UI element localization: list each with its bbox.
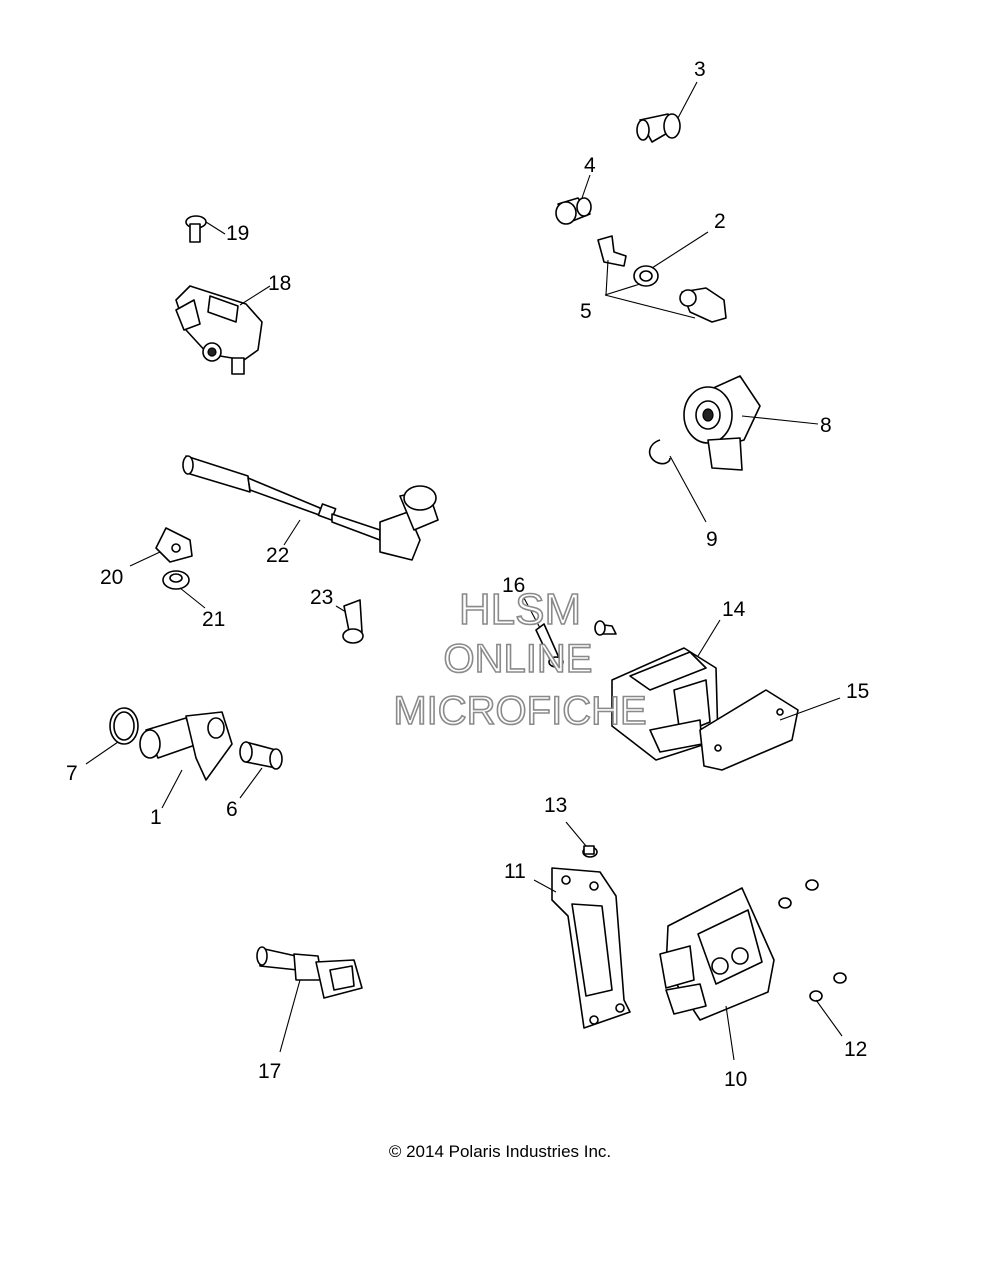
part-5-sensor-clip	[597, 231, 727, 323]
part-20-bracket	[129, 527, 193, 567]
watermark-line-3: MICROFICHE	[393, 689, 646, 733]
watermark-line-1: HLSM	[459, 585, 581, 634]
callout-5: 5	[580, 300, 592, 323]
callout-18: 18	[268, 272, 291, 295]
part-8-knock-sensor	[683, 375, 819, 471]
callout-6: 6	[226, 798, 238, 821]
callout-4: 4	[584, 154, 596, 177]
part-21-grommet	[162, 570, 206, 609]
callout-9: 9	[706, 528, 718, 551]
part-9-clip	[648, 439, 707, 523]
part-13-bolt	[565, 821, 598, 858]
part-4-cap	[555, 174, 592, 225]
callout-23: 23	[310, 586, 333, 609]
callout-2: 2	[714, 210, 726, 233]
callout-14: 14	[722, 598, 746, 621]
part-3-plug	[636, 81, 698, 143]
watermark-line-2: ONLINE	[444, 637, 593, 681]
part-18-map-sensor	[175, 285, 271, 375]
part-6-spacer	[239, 741, 283, 799]
callout-17: 17	[258, 1060, 281, 1083]
callout-7: 7	[66, 762, 78, 785]
callout-12: 12	[844, 1038, 867, 1061]
callout-21: 21	[202, 608, 225, 631]
copyright-text: © 2014 Polaris Industries Inc.	[388, 1142, 612, 1161]
part-11-bracket	[533, 867, 631, 1029]
callout-20: 20	[100, 566, 123, 589]
part-7-o-ring	[85, 707, 139, 765]
callout-11: 11	[504, 860, 526, 883]
callout-13: 13	[544, 794, 567, 817]
part-22-sensor-harness	[182, 455, 439, 561]
callout-16: 16	[502, 574, 525, 597]
callout-3: 3	[694, 58, 706, 81]
part-15-gasket	[699, 689, 841, 771]
callout-8: 8	[820, 414, 832, 437]
callout-numbers: 3 4 2 5 19 18 8 9 22 20 21 23 16 14 15 7…	[66, 58, 869, 1091]
part-1-cam-sensor	[139, 711, 233, 809]
callout-10: 10	[724, 1068, 747, 1091]
part-17-temp-sensor	[256, 946, 363, 1053]
part-16-screws	[523, 597, 617, 668]
part-23-bolt	[335, 599, 364, 644]
part-19-bolt	[185, 215, 226, 243]
part-12-screws	[778, 879, 847, 1037]
callout-22: 22	[266, 544, 289, 567]
callout-15: 15	[846, 680, 869, 703]
watermark: HLSM ONLINE MICROFICHE	[393, 584, 648, 734]
callout-1: 1	[150, 806, 162, 829]
part-10-ecu	[659, 887, 775, 1061]
callout-19: 19	[226, 222, 249, 245]
